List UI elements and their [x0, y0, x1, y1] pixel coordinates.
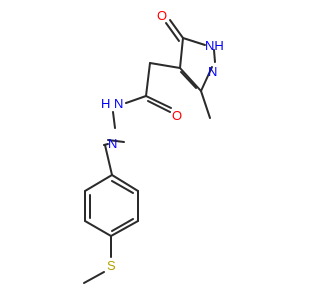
bond-ar-inner-3 [111, 180, 134, 194]
bond-n1-n2 [213, 49, 216, 63]
bond-ch-ring [104, 144, 113, 176]
atom-h-hydrazide: H [101, 96, 110, 111]
bond-c3-methyl [200, 90, 211, 119]
atom-n-hydrazide: N [114, 96, 123, 111]
bond-amide-co [145, 95, 172, 109]
bond-s-me [83, 271, 105, 284]
bond-c5-c4 [179, 37, 184, 69]
bond-ar-4 [110, 220, 139, 237]
bond-amide-co-2 [147, 100, 171, 113]
bond-ar-3 [84, 220, 112, 237]
bond-c3-c4-inner [180, 71, 197, 89]
atom-n-ring: N [208, 64, 217, 79]
bond-c3-c4 [179, 67, 202, 92]
atom-o-amide: O [172, 108, 182, 123]
atom-o-ring: O [157, 8, 167, 23]
bond-ar-1 [84, 174, 113, 192]
atom-nh-ring: NH [205, 38, 224, 53]
bond-ch2-c-amide [145, 62, 151, 97]
bond-c5-o-2 [165, 22, 180, 42]
bond-amide-cn [125, 95, 147, 104]
molecule-canvas: O NH N O H N N S [83, 8, 224, 284]
bond-c5-n1 [182, 37, 206, 46]
molecule-structure: O NH N O H N N S [83, 8, 224, 284]
bond-ar-inner-2 [111, 218, 134, 232]
atom-labels: O NH N O H N N S [101, 8, 224, 273]
bond-c5-o [169, 19, 184, 39]
bond-n-ch-2 [107, 139, 125, 143]
bond-n2-c3 [200, 66, 213, 92]
atom-n-imine: N [108, 136, 117, 151]
bond-nn [112, 111, 116, 129]
bond-c4-ch2 [149, 62, 181, 69]
bond-skeleton [83, 19, 216, 284]
bond-ar-6 [111, 174, 139, 192]
atom-s: S [107, 258, 116, 273]
